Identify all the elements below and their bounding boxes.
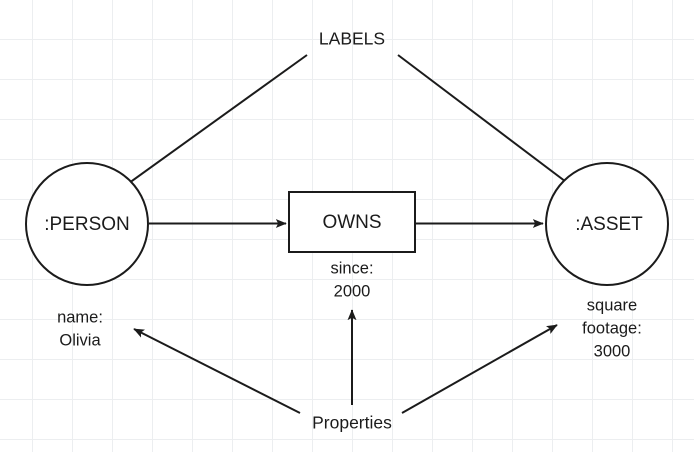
edge-labels-to-person[interactable]: [103, 54, 308, 202]
node-owns-relationship[interactable]: OWNS: [288, 191, 416, 253]
asset-node-circle[interactable]: [545, 162, 669, 286]
person-node-label: :PERSON: [44, 214, 130, 235]
owns-property-value: 2000: [334, 282, 371, 300]
node-asset[interactable]: :ASSET: [545, 162, 669, 286]
asset-property-key-line2: footage:: [582, 319, 642, 337]
edge-layer: [103, 54, 591, 414]
asset-property-key-line1: square: [587, 296, 637, 314]
node-person[interactable]: :PERSON: [25, 162, 149, 286]
person-node-circle[interactable]: [25, 162, 149, 286]
owns-property-key: since:: [330, 259, 373, 277]
labels-annotation: LABELS: [319, 29, 385, 49]
properties-annotation: Properties: [312, 413, 392, 433]
person-property-key: name:: [57, 308, 103, 326]
edge-labels-to-asset[interactable]: [397, 54, 591, 201]
asset-property-value: 3000: [594, 342, 631, 360]
asset-property-block: square footage: 3000: [582, 296, 642, 360]
edge-properties-to-name[interactable]: [133, 328, 301, 414]
edge-properties-to-footage[interactable]: [401, 324, 558, 414]
owns-relationship-label: OWNS: [322, 212, 381, 233]
person-property-block: name: Olivia: [57, 308, 103, 349]
owns-relationship-box[interactable]: [288, 191, 416, 253]
person-property-value: Olivia: [59, 331, 101, 349]
owns-property-block: since: 2000: [330, 259, 373, 300]
asset-node-label: :ASSET: [575, 214, 643, 235]
